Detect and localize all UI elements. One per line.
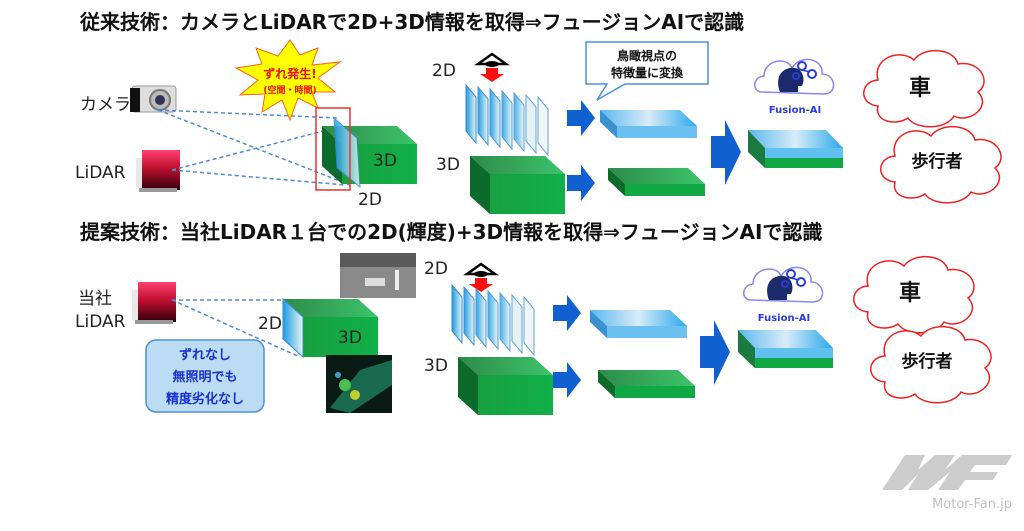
birds-eye-icon	[476, 52, 508, 84]
misalignment-burst: ずれ発生! (空間・時間)	[234, 39, 342, 122]
arrow-right-large-icon	[711, 120, 741, 185]
label-2d: 2D	[424, 259, 448, 279]
note-text: 無照明でも	[172, 369, 237, 385]
callout-text: 鳥瞰視点の	[617, 48, 677, 63]
own-lidar-label-2: LiDAR	[75, 312, 126, 332]
lidar-sensor-icon	[136, 150, 180, 192]
fusion-ai-label: Fusion-AI	[758, 313, 810, 324]
label-3d: 3D	[436, 155, 460, 175]
fused-slab	[748, 130, 843, 168]
callout-birds-eye: 鳥瞰視点の 特徴量に変換	[585, 41, 709, 101]
own-lidar-label-1: 当社	[78, 289, 112, 309]
watermark-text: Motor-Fan.jp	[932, 497, 1012, 512]
2d-feature-stack	[451, 284, 535, 356]
box-3d-label: 3D	[338, 328, 362, 348]
3d-bev-slab	[608, 168, 705, 196]
3d-feature-box	[458, 357, 553, 415]
point-cloud-image	[326, 355, 392, 413]
misalignment-highlight	[315, 107, 351, 191]
plane-2d-label: 2D	[358, 190, 382, 210]
result-pedestrian: 歩行者	[902, 351, 953, 372]
arrow-right-icon	[567, 165, 595, 201]
lidar-label: LiDAR	[75, 163, 126, 183]
2d-bev-slab	[590, 310, 687, 338]
2d-face	[282, 297, 304, 359]
lidar-rays	[171, 299, 301, 358]
callout-text: 特徴量に変換	[611, 65, 684, 80]
note-text: 精度劣化なし	[166, 391, 244, 407]
camera-label: カメラ	[80, 95, 131, 115]
2d-feature-stack	[465, 84, 549, 156]
own-lidar-icon	[132, 282, 176, 324]
camera-icon	[130, 85, 177, 113]
3d-feature-box	[470, 156, 565, 214]
arrow-right-icon	[553, 362, 581, 398]
fused-slab	[738, 330, 833, 368]
birds-eye-icon	[465, 262, 497, 294]
sensor-rays	[157, 109, 351, 186]
fusion-ai-icon	[753, 58, 835, 95]
arrow-right-large-icon	[700, 320, 730, 385]
result-car: 車	[909, 76, 931, 101]
section2-title: 提案技術：当社LiDAR１台での2D(輝度)+3D情報を取得⇒フュージョンAIで…	[80, 220, 822, 244]
fusion-ai-icon	[742, 266, 824, 303]
face-2d-label: 2D	[258, 314, 282, 334]
box-3d-label: 3D	[373, 151, 397, 171]
arrow-right-icon	[553, 295, 581, 331]
burst-text-sub: (空間・時間)	[263, 84, 316, 96]
label-3d: 3D	[424, 356, 448, 376]
3d-bev-slab	[598, 370, 695, 398]
result-car: 車	[899, 281, 921, 306]
label-2d: 2D	[432, 61, 456, 81]
fusion-ai-label: Fusion-AI	[769, 105, 821, 116]
grayscale-photo	[340, 253, 416, 298]
section1-title: 従来技術：カメラとLiDARで2D+3D情報を取得⇒フュージョンAIで認識	[79, 10, 744, 34]
burst-text-main: ずれ発生!	[263, 66, 316, 81]
note-box: ずれなし 無照明でも 精度劣化なし	[145, 339, 265, 413]
arrow-right-icon	[567, 100, 595, 136]
note-text: ずれなし	[179, 347, 231, 363]
2d-bev-slab	[600, 110, 697, 138]
motor-fan-logo: Motor-Fan.jp	[882, 455, 1012, 512]
result-pedestrian: 歩行者	[912, 151, 963, 172]
